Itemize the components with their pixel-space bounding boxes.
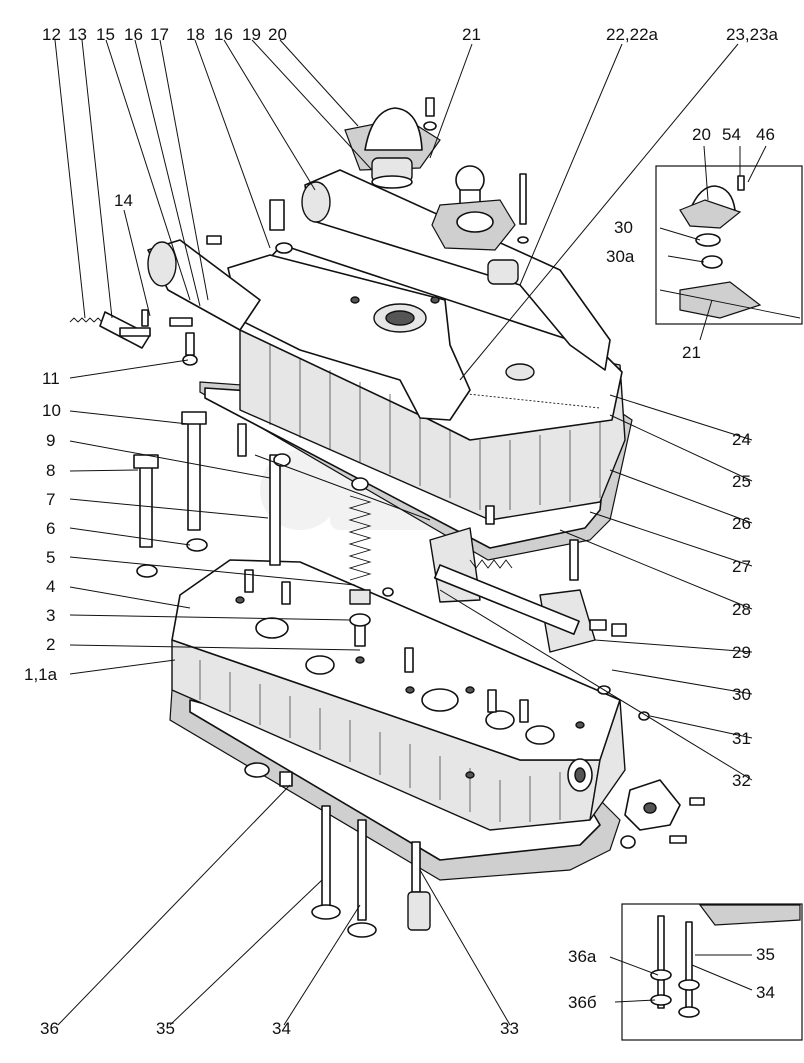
callout-22: 22,22a: [606, 25, 659, 44]
callout-29: 29: [732, 643, 751, 662]
callout-20: 20: [268, 25, 287, 44]
inset-top-callout-46: 46: [756, 125, 775, 144]
air-intake-pipe: [301, 169, 611, 371]
callout-25: 25: [732, 472, 751, 491]
callout-3: 3: [46, 606, 55, 625]
callout-4: 4: [46, 577, 55, 596]
callout-36: 36: [40, 1019, 59, 1038]
inset-top-callout-30: 30: [614, 218, 633, 237]
callout-8: 8: [46, 461, 55, 480]
callout-21: 21: [462, 25, 481, 44]
callout-19: 19: [242, 25, 261, 44]
inset-bottom-callout-36b: 36б: [568, 993, 597, 1012]
inset-bottom-callout-35: 35: [756, 945, 775, 964]
valve-spring: [254, 453, 431, 627]
callout-6: 6: [46, 519, 55, 538]
callout-17: 17: [150, 25, 169, 44]
callout-30: 30: [732, 685, 751, 704]
breather-cap: [344, 97, 441, 189]
inset-top-callout-30a: 30а: [606, 247, 635, 266]
thermostat-housing: [620, 779, 705, 849]
callout-16b: 16: [214, 25, 233, 44]
oil-filler-cap: [431, 165, 529, 251]
inset-top-callout-21: 21: [682, 343, 701, 362]
callout-35: 35: [156, 1019, 175, 1038]
inset-bottom-callout-34: 34: [756, 983, 775, 1002]
inset-top-callout-20: 20: [692, 125, 711, 144]
head-bolts: [133, 199, 293, 548]
cylinder-head: [171, 559, 626, 831]
inset-top-box: [655, 165, 803, 325]
callout-31: 31: [732, 729, 751, 748]
valves: [311, 805, 431, 938]
callout-24: 24: [732, 430, 751, 449]
callout-7: 7: [46, 490, 55, 509]
callout-27: 27: [732, 557, 751, 576]
callout-28: 28: [732, 600, 751, 619]
callout-33: 33: [500, 1019, 519, 1038]
callout-16: 16: [124, 25, 143, 44]
inset-top-callout-54: 54: [722, 125, 741, 144]
callout-26: 26: [732, 514, 751, 533]
leader-lines: [54, 39, 767, 1026]
callout-11: 11: [42, 369, 60, 388]
inset-bottom-box: [621, 903, 803, 1041]
throttle-linkage: [69, 309, 193, 349]
callout-labels: 12 13 15 16 17 18 16 19 20 21 22,22a 23,…: [24, 25, 779, 1038]
callout-14: 14: [114, 191, 133, 210]
callout-12: 12: [42, 25, 61, 44]
callout-18: 18: [186, 25, 205, 44]
callout-23: 23,23a: [726, 25, 779, 44]
callout-10: 10: [42, 401, 61, 420]
callout-34: 34: [272, 1019, 291, 1038]
rocker-shaft: [429, 505, 627, 653]
callout-2: 2: [46, 635, 55, 654]
callout-15: 15: [96, 25, 115, 44]
intake-manifold: [147, 239, 471, 421]
callout-1: 1,1a: [24, 665, 58, 684]
callout-9: 9: [46, 431, 55, 450]
callout-32: 32: [732, 771, 751, 790]
callout-13: 13: [68, 25, 87, 44]
callout-5: 5: [46, 548, 55, 567]
inset-bottom-callout-36a: 36а: [568, 947, 597, 966]
